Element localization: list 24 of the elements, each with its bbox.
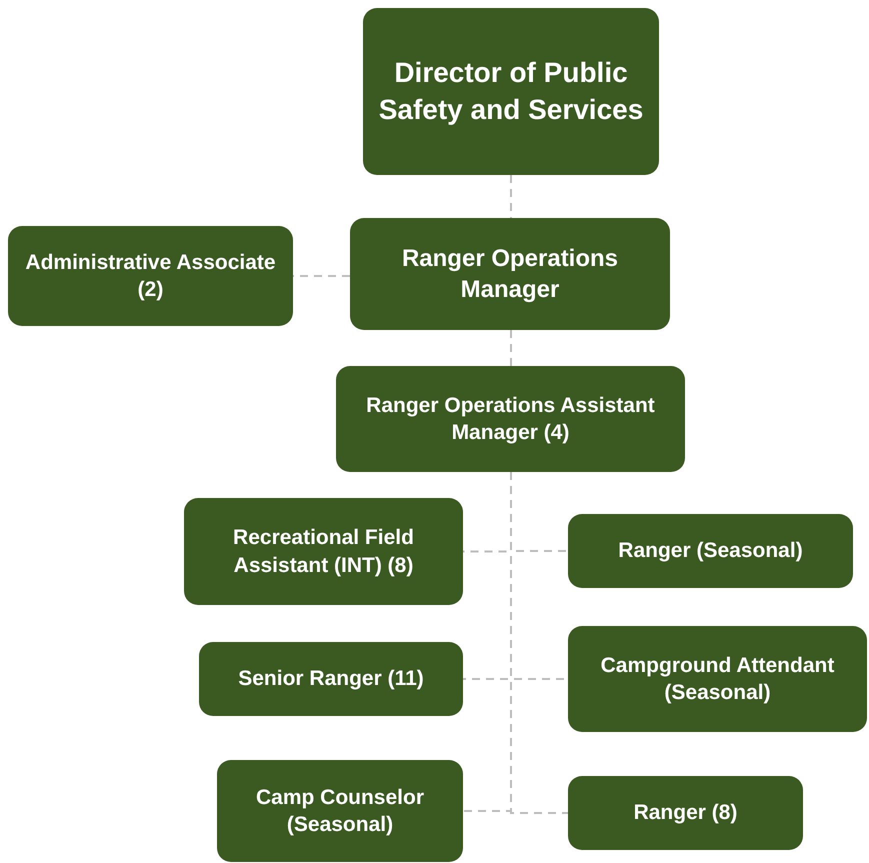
- role-title: Campground Attendant (Seasonal): [600, 652, 836, 706]
- org-chart-box: [336, 366, 685, 472]
- role-title: Ranger Operations Manager: [400, 244, 620, 305]
- connector-line: [510, 472, 568, 814]
- org-chart-box: [199, 642, 463, 716]
- org-chart-box: [568, 626, 867, 732]
- org-chart-box: [350, 218, 670, 330]
- role-title: Director of Public Safety and Services: [378, 56, 644, 127]
- org-chart-box: [217, 760, 463, 862]
- role-title: Ranger (8): [634, 800, 738, 826]
- connector-line: [510, 330, 512, 366]
- org-chart-box: [568, 514, 853, 588]
- role-title: Senior Ranger (11): [238, 666, 424, 692]
- role-title: Administrative Associate (2): [24, 250, 277, 303]
- org-chart-box: [8, 226, 293, 326]
- org-chart-box: [363, 8, 659, 175]
- role-title: Ranger Operations Assistant Manager (4): [365, 392, 656, 446]
- connector-line: [293, 275, 350, 277]
- connector-line: [510, 175, 512, 218]
- org-chart-box: [568, 776, 803, 850]
- role-title: Recreational Field Assistant (INT) (8): [232, 525, 415, 578]
- role-title: Camp Counselor (Seasonal): [254, 784, 426, 838]
- org-chart-box: [184, 498, 463, 605]
- role-title: Ranger (Seasonal): [618, 538, 803, 564]
